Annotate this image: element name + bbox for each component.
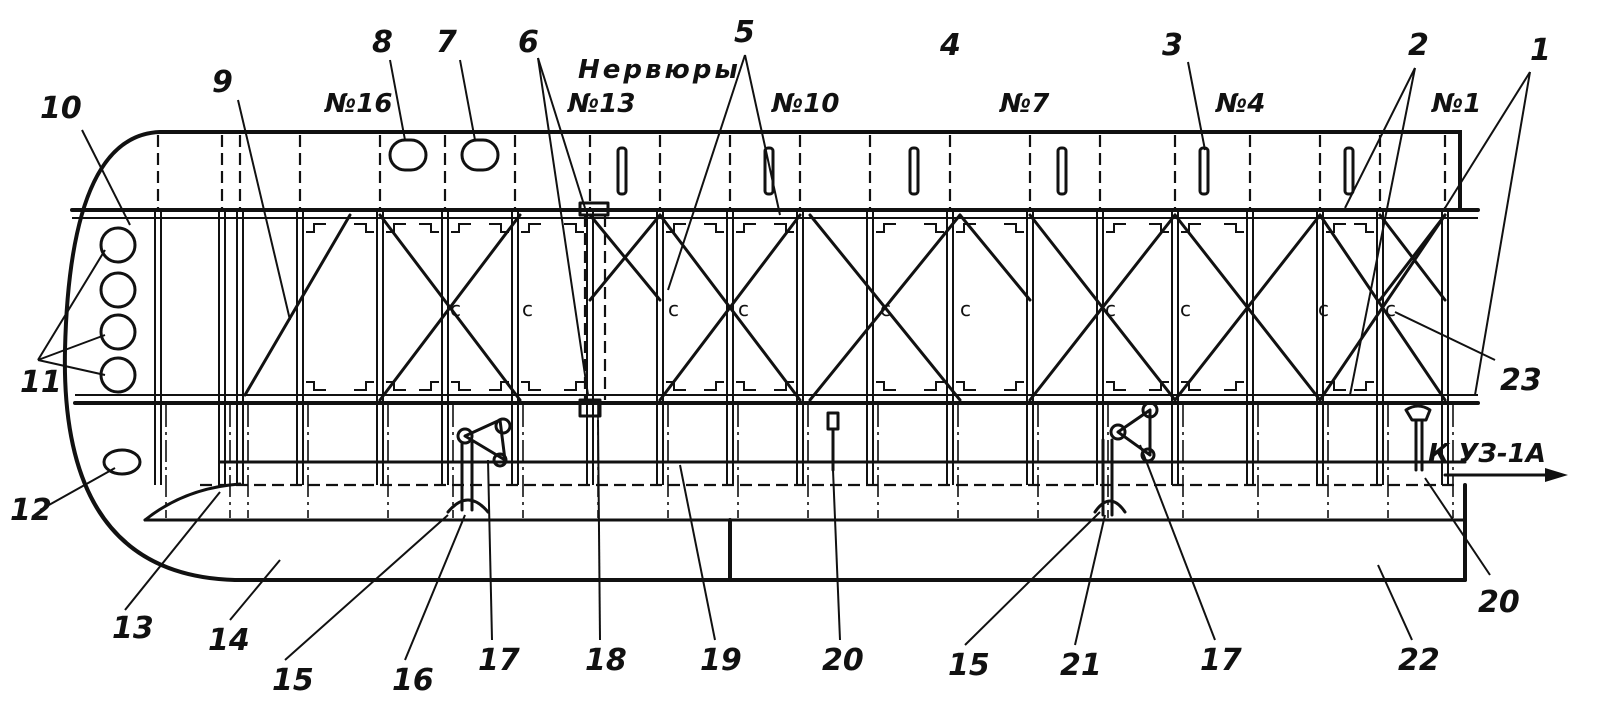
callout: 2 — [1408, 28, 1429, 63]
bay-corner — [956, 223, 976, 233]
bay-corner — [704, 381, 724, 391]
callout: 20 — [822, 643, 864, 678]
bay-corner — [1224, 381, 1244, 391]
callout: 21 — [1060, 648, 1102, 683]
bay-corners — [306, 223, 1374, 391]
rib-label: №4 — [1215, 89, 1265, 119]
callout: 4 — [939, 28, 961, 63]
bay-corner — [1149, 381, 1169, 391]
callout: 6 — [518, 25, 539, 60]
bay-corner — [306, 223, 326, 233]
svg-text:c: c — [738, 297, 749, 321]
x-bracing — [243, 213, 1447, 402]
svg-text:c: c — [522, 297, 533, 321]
leading-edge-parts — [99, 138, 1355, 476]
bay-corner — [451, 223, 471, 233]
bay-corner — [704, 223, 724, 233]
callout: 14 — [208, 623, 250, 658]
callout: 3 — [1162, 28, 1183, 63]
callout: 15 — [948, 648, 990, 683]
callout: 22 — [1398, 643, 1440, 678]
bay-corner — [521, 223, 541, 233]
svg-text:c: c — [1318, 297, 1329, 321]
callout: 17 — [478, 643, 520, 678]
bay-corner — [419, 223, 439, 233]
bay-corner — [876, 381, 896, 391]
bay-corner — [1004, 223, 1024, 233]
bay-corner — [386, 223, 406, 233]
bay-corner — [386, 381, 406, 391]
bay-corner — [736, 223, 756, 233]
svg-text:c: c — [1105, 297, 1116, 321]
rib-label: №16 — [324, 89, 392, 119]
bay-corner — [1181, 381, 1201, 391]
bay-corner — [521, 381, 541, 391]
bay-corner — [876, 223, 896, 233]
bay-corner — [924, 223, 944, 233]
callout: 10 — [40, 91, 82, 126]
bay-corner — [1326, 381, 1346, 391]
bay-corner — [564, 223, 584, 233]
bay-corner — [306, 381, 326, 391]
bay-corner — [1181, 223, 1201, 233]
bay-corner — [1354, 381, 1374, 391]
svg-text:c: c — [1180, 297, 1191, 321]
callout: 5 — [734, 15, 755, 50]
callout: 19 — [700, 643, 742, 678]
wing-outline — [62, 130, 1480, 582]
bay-corner — [451, 381, 471, 391]
diagram-title: Нервюры — [578, 55, 741, 85]
callout: 9 — [212, 65, 233, 100]
bay-corner — [1326, 223, 1346, 233]
bay-corner — [774, 223, 794, 233]
labels: Нервюры №16 №13 №10 №7 №4 №1 К УЗ-1А 1 2… — [10, 15, 1551, 698]
callout: 17 — [1200, 643, 1242, 678]
rib-label: №1 — [1431, 89, 1481, 119]
bay-corner — [1106, 381, 1126, 391]
leader-lines — [37, 54, 1531, 661]
callout: 13 — [112, 611, 154, 646]
bay-corner — [1354, 223, 1374, 233]
callout: 23 — [1500, 363, 1542, 398]
callout: 1 — [1530, 33, 1551, 68]
arrow-label: К УЗ-1А — [1428, 439, 1546, 469]
rib-label: №7 — [999, 89, 1050, 119]
bay-corner — [924, 381, 944, 391]
rib-lines — [154, 135, 1454, 518]
callout: 8 — [372, 25, 393, 60]
callout: 20 — [1478, 585, 1520, 620]
bay-corner — [1004, 381, 1024, 391]
bay-corner — [736, 381, 756, 391]
callout: 7 — [436, 25, 457, 60]
bay-corner — [489, 223, 509, 233]
bay-corner — [1224, 223, 1244, 233]
svg-text:c: c — [668, 297, 679, 321]
rib-label: №10 — [771, 89, 839, 119]
callout: 18 — [585, 643, 627, 678]
bay-corner — [666, 381, 686, 391]
callout: 16 — [392, 663, 434, 698]
bay-corner — [489, 381, 509, 391]
bay-corner — [354, 381, 374, 391]
svg-text:c: c — [1385, 297, 1396, 321]
callout: 12 — [10, 493, 52, 528]
svg-text:c: c — [880, 297, 891, 321]
output-arrow — [1443, 468, 1568, 482]
bay-corner — [564, 381, 584, 391]
rib-label: №13 — [567, 89, 635, 119]
svg-text:c: c — [960, 297, 971, 321]
callout: 15 — [272, 663, 314, 698]
callout: 11 — [20, 365, 62, 400]
bay-corner — [774, 381, 794, 391]
bay-corner — [1149, 223, 1169, 233]
bay-corner — [419, 381, 439, 391]
svg-text:c: c — [450, 297, 461, 321]
bay-corner — [956, 381, 976, 391]
bay-corner — [1106, 223, 1126, 233]
fittings — [446, 201, 1432, 517]
bay-corner — [666, 223, 686, 233]
bay-corner — [354, 223, 374, 233]
